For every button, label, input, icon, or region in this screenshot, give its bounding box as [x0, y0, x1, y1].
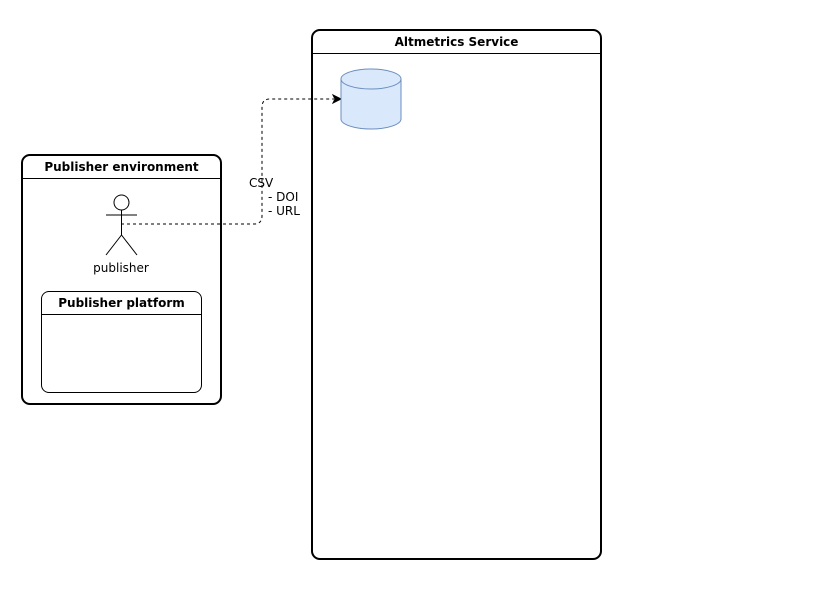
publisher-environment-title: Publisher environment: [23, 156, 220, 179]
publisher-platform-container[interactable]: Publisher platform: [41, 291, 202, 393]
publisher-platform-title: Publisher platform: [42, 292, 201, 315]
altmetrics-service-title: Altmetrics Service: [313, 31, 600, 54]
connector-label: CSV - DOI - URL: [249, 176, 300, 218]
connector-label-csv: CSV: [249, 176, 274, 190]
altmetrics-service-container[interactable]: Altmetrics Service: [311, 29, 602, 560]
connector-label-doi: - DOI: [268, 190, 299, 204]
actor-label: publisher: [93, 261, 149, 275]
connector-label-url: - URL: [268, 204, 300, 218]
